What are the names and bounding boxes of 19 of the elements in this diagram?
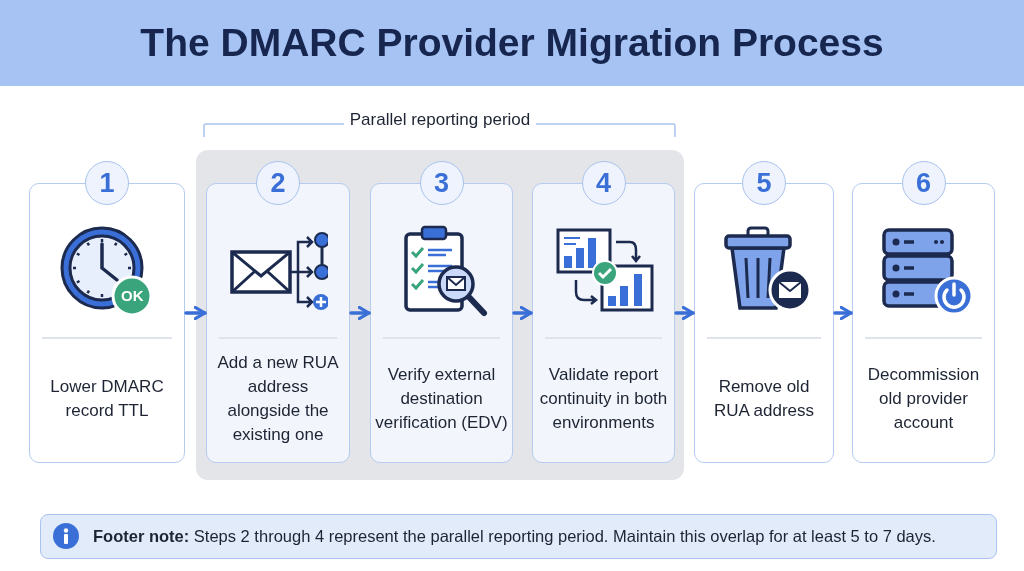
arrow [184,305,207,321]
step-description: Verify external destination verification (EDV) [375,363,508,434]
step-number: 1 [85,161,129,205]
footer-note-panel [40,514,997,559]
period-label: Parallel reporting period [343,110,537,129]
footer-note: Footer note: Steps 2 through 4 represent the parallel reporting period. Maintain this overlap for at least 5 to 7 days. [93,526,936,546]
step-number: 5 [742,161,786,205]
ok-label: OK [121,287,144,304]
step-description: Validate report continuity in both environments [538,363,669,434]
step-description: Decommission old provider account [866,363,981,434]
arrow [833,305,853,321]
step-description: Add a new RUA address alongside the existing one [216,351,340,446]
step-description: Lower DMARC record TTL [49,375,165,422]
arrow [512,305,533,321]
step-number: 6 [901,161,946,205]
arrow [349,305,371,321]
arrow [674,305,695,321]
diagram-title: The DMARC Provider Migration Process [140,21,884,65]
step-description: Remove old RUA address [712,375,816,422]
